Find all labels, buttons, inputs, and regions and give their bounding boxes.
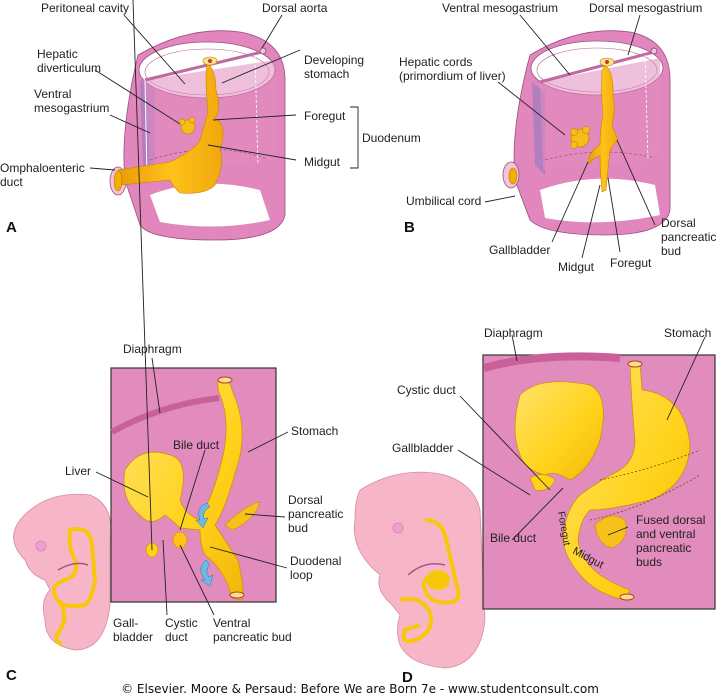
label-gallbladder-c-2: bladder xyxy=(113,630,153,644)
label-fused-pancreatic-2: and ventral xyxy=(636,527,695,541)
embryo-d xyxy=(353,471,486,669)
gut-d xyxy=(514,360,701,601)
label-umbilical-cord: Umbilical cord xyxy=(406,194,481,208)
label-midgut-a: Midgut xyxy=(304,155,341,169)
gut-c xyxy=(123,376,261,601)
label-gallbladder-d: Gallbladder xyxy=(392,441,453,455)
label-dorsal-pancreatic-b-1: Dorsal xyxy=(661,216,696,230)
label-dorsal-pancreatic-b-3: bud xyxy=(661,244,681,258)
label-peritoneal-cavity: Peritoneal cavity xyxy=(41,1,129,15)
leaders-a xyxy=(89,14,359,171)
label-dorsal-pancreatic-c-2: pancreatic xyxy=(288,507,343,521)
label-cystic-duct-d: Cystic duct xyxy=(397,383,456,397)
label-omphaloenteric-1: Omphaloenteric xyxy=(0,161,85,175)
label-cystic-duct-c-2: duct xyxy=(165,630,188,644)
label-developing-stomach-2: stomach xyxy=(304,67,349,81)
label-dorsal-pancreatic-c-1: Dorsal xyxy=(288,493,323,507)
label-dorsal-pancreatic-b-2: pancreatic xyxy=(661,230,716,244)
panel-letter-c: C xyxy=(6,667,17,684)
gut-b xyxy=(570,57,619,193)
label-fused-pancreatic-4: buds xyxy=(636,555,662,569)
label-fused-pancreatic-3: pancreatic xyxy=(636,541,691,555)
label-duodenal-loop-1: Duodenal xyxy=(290,554,341,568)
label-duodenal-loop-2: loop xyxy=(290,568,313,582)
label-developing-stomach-1: Developing xyxy=(304,53,364,67)
label-hepatic-diverticulum-2: diverticulum xyxy=(37,61,101,75)
label-bile-duct-d: Bile duct xyxy=(490,531,537,545)
label-hepatic-cords-2: (primordium of liver) xyxy=(399,69,506,83)
label-dorsal-pancreatic-c-3: bud xyxy=(288,521,308,535)
label-cystic-duct-c-1: Cystic xyxy=(165,616,198,630)
label-foregut-b: Foregut xyxy=(610,256,652,270)
label-liver: Liver xyxy=(65,464,91,478)
rotation-arrow-icon xyxy=(200,559,214,587)
label-fused-pancreatic-1: Fused dorsal xyxy=(636,513,705,527)
panel-letter-a: A xyxy=(6,219,17,236)
leaders-d xyxy=(457,334,706,541)
panel-d: Foregut Midgut Diaphragm Stomach Cystic … xyxy=(353,326,716,686)
body-wall-a xyxy=(123,30,286,241)
label-midgut-b: Midgut xyxy=(558,260,595,274)
label-hepatic-diverticulum-1: Hepatic xyxy=(37,47,78,61)
panel-c: Diaphragm Bile duct Stomach Liver Dorsal… xyxy=(6,0,343,684)
label-duodenum: Duodenum xyxy=(362,131,421,145)
label-stomach-d: Stomach xyxy=(664,326,711,340)
label-ventral-mesogastrium-b: Ventral mesogastrium xyxy=(442,1,558,15)
diaphragm-d xyxy=(482,352,621,372)
leaders-b xyxy=(484,14,656,259)
panel-b: Ventral mesogastrium Dorsal mesogastrium… xyxy=(399,1,716,274)
label-diaphragm-c: Diaphragm xyxy=(123,342,182,356)
panel-a: Peritoneal cavity Dorsal aorta Hepatic d… xyxy=(0,1,421,241)
body-wall-b xyxy=(513,30,671,236)
label-bile-duct-c: Bile duct xyxy=(173,438,220,452)
label-ventral-mesogastrium-2: mesogastrium xyxy=(34,101,109,115)
label-gallbladder-c-1: Gall- xyxy=(113,616,138,630)
copyright-credit: © Elsevier. Moore & Persaud: Before We a… xyxy=(121,682,599,696)
label-diaphragm-d: Diaphragm xyxy=(484,326,543,340)
label-omphaloenteric-2: duct xyxy=(0,175,23,189)
label-dorsal-mesogastrium: Dorsal mesogastrium xyxy=(589,1,702,15)
rotation-arrow-icon xyxy=(195,502,211,529)
panel-letter-d: D xyxy=(402,669,413,686)
panel-letter-b: B xyxy=(404,219,415,236)
diaphragm-c xyxy=(110,395,220,435)
leaders-c xyxy=(95,0,289,616)
embryo-c xyxy=(13,493,112,651)
label-gallbladder-b: Gallbladder xyxy=(489,243,550,257)
gut-a xyxy=(113,56,224,194)
label-ventral-mesogastrium-1: Ventral xyxy=(34,87,71,101)
label-ventral-pancreatic-1: Ventral xyxy=(213,616,250,630)
label-stomach-c: Stomach xyxy=(291,424,338,438)
label-ventral-pancreatic-2: pancreatic bud xyxy=(213,630,292,644)
label-hepatic-cords-1: Hepatic cords xyxy=(399,55,472,69)
label-dorsal-aorta: Dorsal aorta xyxy=(262,1,328,15)
label-foregut-a: Foregut xyxy=(304,109,346,123)
